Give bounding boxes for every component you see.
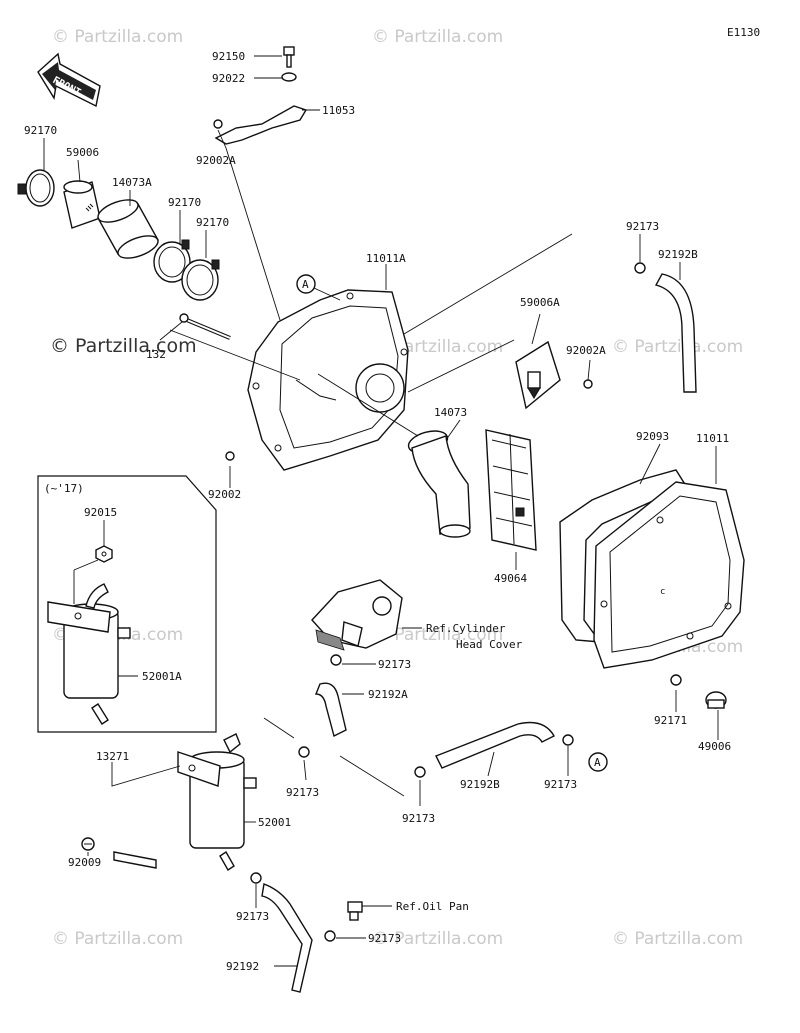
clamp-92173-low-icon: [250, 872, 262, 884]
plate-59006a-icon: [515, 340, 561, 410]
watermark: © Partzilla.com: [372, 625, 503, 645]
front-arrow-icon: FRONT: [37, 52, 101, 108]
bolt-92150-icon: [283, 46, 295, 68]
part-label: 14073A: [112, 176, 152, 189]
clamp-92170-mid2-icon: [181, 259, 220, 301]
inset-box: (~'17): [37, 475, 217, 733]
watermark: © Partzilla.com: [612, 929, 743, 949]
inset-label: (~'17): [44, 482, 84, 495]
bolt-132-icon: [179, 313, 231, 340]
clamp-92170-mid1-icon: [153, 239, 191, 283]
svg-text:c: c: [660, 587, 665, 597]
part-label: 92173: [544, 778, 577, 791]
clip-92171-icon: [670, 674, 682, 686]
part-label: 92015: [84, 506, 117, 519]
oil-pan-fitting-icon: [347, 901, 363, 921]
watermark: © Partzilla.com: [52, 929, 183, 949]
separator-52001-icon: [177, 733, 257, 871]
part-label: 92192B: [460, 778, 500, 791]
part-label: 92173: [286, 786, 319, 799]
gasket-92093-icon: [559, 469, 688, 643]
part-label: 52001: [258, 816, 291, 829]
watermark: © Partzilla.com: [52, 27, 183, 47]
clamp-92173-pan-icon: [324, 930, 336, 942]
svg-text:A: A: [594, 756, 601, 769]
ref-cylinder-head-line2: Head Cover: [456, 638, 523, 651]
clamp-92173-right-icon: [562, 734, 574, 746]
part-label: 92002A: [196, 154, 236, 167]
part-label: 92170: [168, 196, 201, 209]
duct-14073-icon: [407, 430, 471, 538]
part-label: 92002: [208, 488, 241, 501]
washer-92022-icon: [281, 72, 297, 82]
cylinder-head-cover-icon: [311, 579, 403, 651]
filter-49064-icon: [485, 429, 537, 551]
part-label: 92022: [212, 72, 245, 85]
bolt-92002a-top-icon: [213, 119, 223, 129]
part-label: 59006A: [520, 296, 560, 309]
part-label: 92171: [654, 714, 687, 727]
bracket-11053-icon: [214, 105, 308, 145]
plate-13271-icon: [113, 851, 157, 869]
part-label: 92173: [368, 932, 401, 945]
part-label: 92009: [68, 856, 101, 869]
callout-a-top: A: [296, 274, 316, 294]
cap-49006-icon: [705, 691, 727, 709]
nut-92015-icon: [95, 545, 113, 563]
clamp-92173-mid-icon: [414, 766, 426, 778]
watermark: © Partzilla.com: [612, 337, 743, 357]
part-label: 49064: [494, 572, 527, 585]
part-label: 92093: [636, 430, 669, 443]
clamp-92173-cyl-icon: [330, 654, 342, 666]
duct-59006-icon: [63, 180, 101, 229]
part-label: 92192B: [658, 248, 698, 261]
duct-14073a-icon: [96, 199, 160, 259]
part-label: 11053: [322, 104, 355, 117]
clamp-92173-left-icon: [298, 746, 310, 758]
separator-52001a-icon: [47, 583, 131, 725]
bolt-92002-icon: [225, 451, 235, 461]
ref-cylinder-head-line1: Ref.Cylinder: [426, 622, 506, 635]
part-label: 92170: [24, 124, 57, 137]
part-label: 11011A: [366, 252, 406, 265]
diagram-code: E1130: [727, 26, 760, 39]
part-label: 92192A: [368, 688, 408, 701]
hose-92192-icon: [261, 883, 313, 993]
ref-oil-pan: Ref.Oil Pan: [396, 900, 469, 913]
part-label: 92173: [402, 812, 435, 825]
watermark: © Partzilla.com: [372, 27, 503, 47]
hose-92192b-top-icon: [654, 273, 697, 393]
part-label: 11011: [696, 432, 729, 445]
part-label: 92002A: [566, 344, 606, 357]
part-label: 92173: [236, 910, 269, 923]
part-label: 14073: [434, 406, 467, 419]
screw-92009-icon: [81, 837, 95, 851]
part-label: 92192: [226, 960, 259, 973]
part-label: 52001A: [142, 670, 182, 683]
bolt-92002a-right-icon: [583, 379, 593, 389]
hose-92192a-icon: [314, 682, 347, 738]
part-labels: 92150 92022 11053 92002A 92170 59006 140…: [24, 50, 731, 973]
watermark: © Partzilla.com: [372, 929, 503, 949]
part-label: 92170: [196, 216, 229, 229]
clamp-92173-top-icon: [634, 262, 646, 274]
part-label: 92173: [378, 658, 411, 671]
svg-text:A: A: [302, 278, 309, 291]
part-label: 49006: [698, 740, 731, 753]
part-label: 92150: [212, 50, 245, 63]
part-label: 13271: [96, 750, 129, 763]
hose-92192b-bottom-icon: [435, 721, 555, 769]
part-label: 132: [146, 348, 166, 361]
callout-a-bottom: A: [588, 752, 608, 772]
part-label: 59006: [66, 146, 99, 159]
cover-11011-icon: c: [593, 481, 745, 669]
leader-lines: [43, 55, 719, 967]
part-label: 92173: [626, 220, 659, 233]
clamp-92170-left-icon: [17, 169, 55, 207]
watermark-main: © Partzilla.com: [50, 335, 197, 357]
